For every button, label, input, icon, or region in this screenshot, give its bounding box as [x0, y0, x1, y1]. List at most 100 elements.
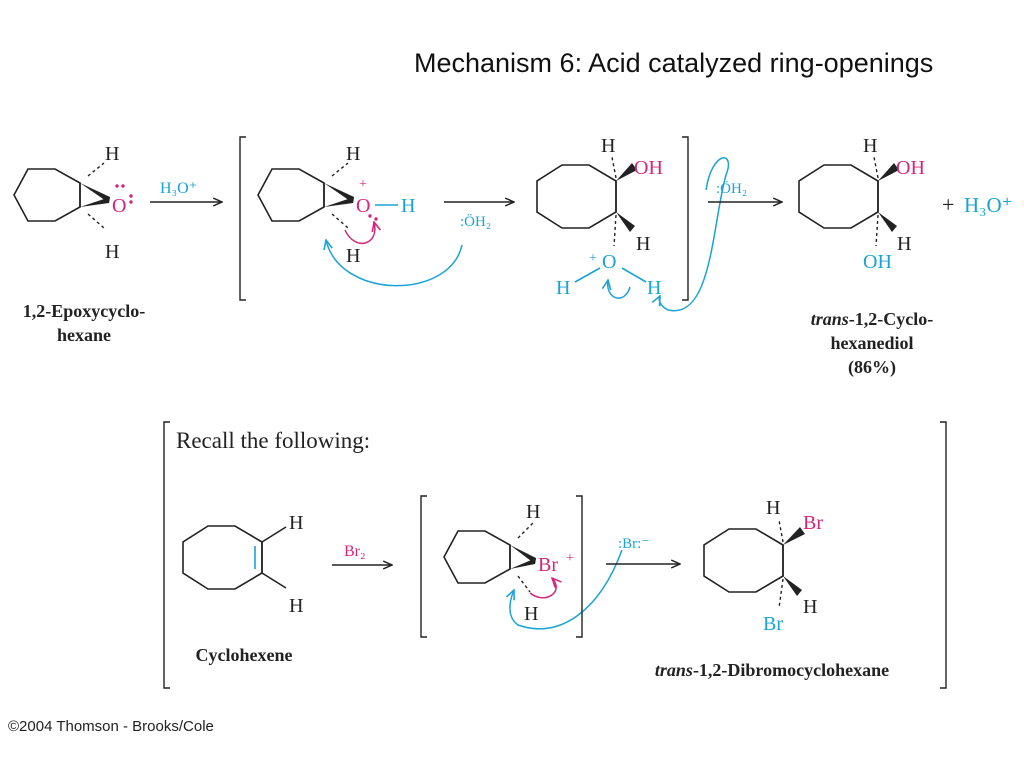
wedge-bond	[324, 197, 354, 207]
ring-bond	[536, 164, 617, 229]
hash-bond	[611, 156, 617, 179]
hash-bond	[517, 575, 531, 593]
bracket-right	[576, 495, 583, 638]
water-label: :ÖH₂	[716, 180, 747, 197]
bromonium-ion-structure: H H Br +	[443, 501, 623, 630]
ring-bond	[13, 168, 81, 222]
product-name-line2: hexanediol	[830, 333, 914, 353]
h-label: H	[766, 497, 780, 519]
recall-heading: Recall the following:	[176, 428, 371, 453]
hash-bond	[778, 578, 784, 609]
bromine-label: Br	[763, 613, 783, 635]
oh-label: OH	[634, 157, 663, 179]
hash-bond	[87, 162, 105, 177]
ring-bond	[182, 525, 263, 590]
oxygen-label: O	[356, 195, 370, 217]
wedge-bond	[878, 163, 899, 181]
cyclohexanediol-structure: H OH H OH	[798, 135, 925, 273]
h-label: H	[897, 233, 911, 255]
reagent-label: H₃O⁺	[160, 180, 197, 197]
oxygen-label: O	[602, 251, 616, 273]
stereo-prefix: trans	[810, 309, 849, 329]
h-label: H	[289, 512, 303, 534]
lone-pair-dot	[129, 200, 133, 204]
dibromo-name-rest: -1,2-Dibromocyclohexane	[692, 660, 890, 680]
hash-bond	[873, 156, 879, 179]
wedge-bond	[510, 558, 536, 569]
reagent-label: Br₂	[344, 543, 366, 560]
h-label: H	[863, 135, 877, 157]
recall-bracket-left	[163, 421, 170, 689]
product-name-rest: -1,2-Cyclo-	[848, 309, 934, 329]
charge-label: +	[589, 251, 597, 266]
hash-bond	[331, 213, 349, 229]
ring-bond	[443, 530, 511, 584]
h-label: H	[601, 135, 615, 157]
hash-bond	[778, 519, 784, 543]
charge-label: +	[566, 551, 574, 566]
h-label: H	[647, 277, 661, 299]
bracket-right	[682, 136, 689, 301]
product-name-line1: trans-1,2-Cyclo-	[772, 307, 972, 331]
hash-bond	[87, 213, 105, 229]
hash-bond	[613, 214, 617, 247]
lone-pair-dot	[121, 184, 125, 188]
h-label: H	[346, 245, 360, 267]
lone-pair-dot	[115, 184, 119, 188]
copyright-notice: ©2004 Thomson - Brooks/Cole	[8, 718, 214, 735]
oh-label: OH	[896, 157, 925, 179]
h-label: H	[346, 143, 360, 165]
charge-label: +	[359, 177, 367, 192]
wedge-bond	[324, 183, 354, 203]
electron-arrow	[344, 222, 375, 245]
lone-pair-dot	[129, 194, 133, 198]
bracket-left	[239, 136, 246, 301]
water-label: :ÖH₂	[460, 213, 491, 230]
wedge-bond	[878, 212, 897, 232]
reactant-name: 1,2-Epoxycyclo- hexane	[0, 299, 168, 347]
wedge-bond	[616, 163, 637, 181]
h-label: H	[636, 233, 650, 255]
wedge-bond	[616, 212, 635, 232]
h-label: H	[289, 595, 303, 617]
deprotonation-arrow	[659, 157, 730, 312]
slide-title: Mechanism 6: Acid catalyzed ring-opening…	[414, 48, 934, 78]
dibromocyclohexane-structure: H Br H Br	[703, 497, 823, 635]
h-label: H	[803, 596, 817, 618]
dibromo-product-name: trans-1,2-Dibromocyclohexane	[602, 658, 942, 682]
wedge-bond	[783, 576, 802, 596]
epoxycyclohexane-structure: H H O	[13, 143, 133, 263]
h-label: H	[524, 603, 538, 625]
c-h-bond	[261, 572, 287, 589]
nucleophile-arrow	[510, 549, 623, 630]
oh-label: OH	[863, 251, 892, 273]
reactant-name-line2: hexane	[57, 325, 111, 345]
ring-bond	[798, 164, 879, 229]
cyclohexene-name: Cyclohexene	[195, 645, 293, 665]
h-label: H	[105, 241, 119, 263]
ring-bond	[257, 168, 325, 222]
wedge-bond	[80, 183, 110, 203]
hash-bond	[875, 214, 879, 247]
o-h-bond	[621, 267, 647, 283]
ring-bond	[703, 528, 784, 593]
h-label: H	[526, 501, 540, 523]
stereo-prefix: trans	[654, 660, 693, 680]
bromine-label: Br	[803, 512, 823, 534]
wedge-bond	[80, 197, 110, 207]
product-name: trans-1,2-Cyclo- hexanediol (86%)	[772, 307, 972, 379]
plus-sign: +	[942, 192, 954, 217]
electron-arrow	[529, 578, 556, 599]
wedge-bond	[510, 545, 536, 564]
bracket-left	[420, 495, 427, 638]
byproduct-label: H₃O⁺	[964, 193, 1013, 217]
cyclohexene-structure: H H	[182, 512, 303, 617]
electron-arrow	[608, 280, 631, 299]
bromide-label: :Br:⁻	[618, 536, 649, 552]
bromine-label: Br	[538, 554, 558, 576]
h-label: H	[401, 195, 415, 217]
lone-pair-dot	[374, 217, 378, 221]
oxonium-intermediate-structure: H OH H O + H H	[536, 135, 730, 312]
protonated-epoxide-structure: H H O + H	[257, 143, 463, 287]
